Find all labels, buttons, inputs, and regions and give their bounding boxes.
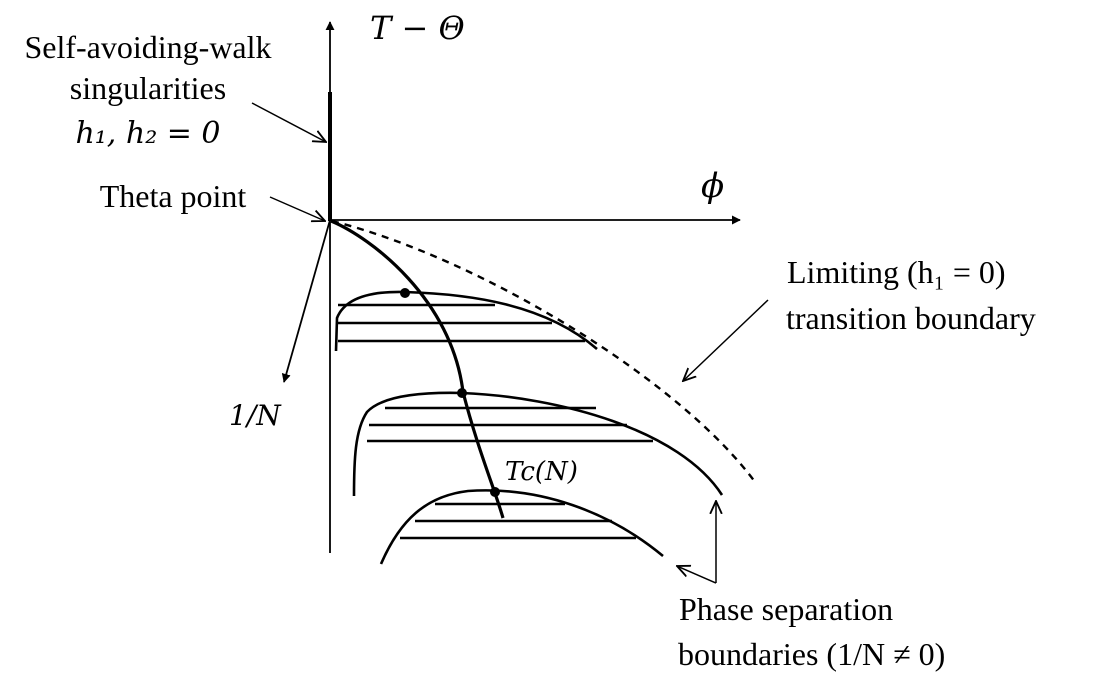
- theta-point-label: Theta point: [100, 178, 247, 214]
- n-axis-label: 1/N: [229, 399, 282, 432]
- n-axis: [281, 219, 331, 383]
- limiting-label-line2: transition boundary: [786, 300, 1036, 336]
- phase-label-line2: boundaries (1/N ≠ 0): [678, 636, 945, 672]
- limiting-boundary-dashed: [331, 219, 756, 483]
- theta-pointer-arrow: [269, 196, 325, 221]
- saw-label-line1: Self-avoiding-walk: [24, 29, 271, 65]
- critical-curve: [330, 219, 505, 519]
- tc-label: Tc(N): [505, 457, 578, 487]
- saw-label-line2: singularities: [70, 70, 226, 106]
- t-axis-label: T − Θ: [370, 9, 465, 47]
- limiting-pointer-arrow: [683, 299, 769, 381]
- critical-point-1: [400, 288, 410, 298]
- phase-boundary-3: [379, 489, 664, 565]
- saw-pointer-arrow: [251, 102, 326, 142]
- critical-point-2: [457, 388, 467, 398]
- phase-boundary-2: [352, 391, 724, 497]
- phase-label-line1: Phase separation: [679, 591, 893, 627]
- phase-pointer-arrow-left: [677, 566, 717, 584]
- phi-axis-label: ϕ: [701, 166, 724, 206]
- limiting-label-line1: Limiting (h₁ = 0): [787, 254, 1006, 290]
- critical-point-3: [490, 487, 500, 497]
- phase-boundary-1: [334, 290, 598, 352]
- saw-label-line3: h₁, h₂ = 0: [75, 116, 220, 151]
